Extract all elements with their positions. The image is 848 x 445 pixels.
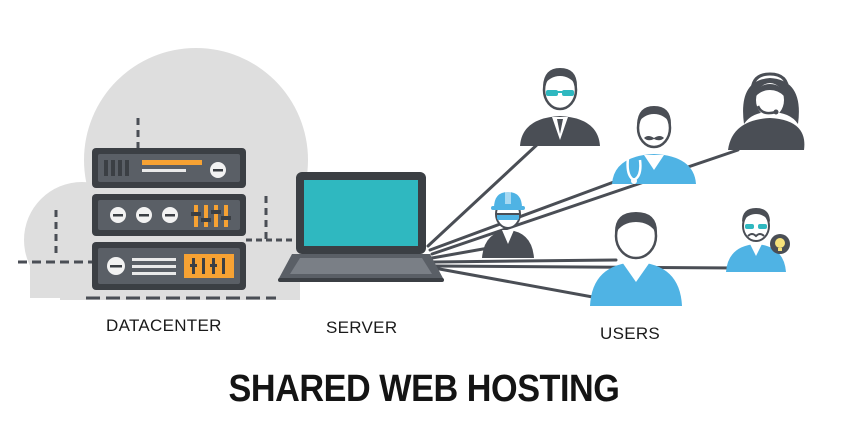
support-agent-user-icon (728, 72, 805, 150)
datacenter-server-rack-icon (92, 148, 246, 290)
laptop-icon (278, 172, 444, 282)
user-icon (590, 212, 682, 306)
diagram-title: SHARED WEB HOSTING (228, 368, 620, 410)
datacenter-dashed-lines (18, 118, 300, 300)
idea-user-icon (726, 208, 790, 272)
datacenter-label: DATACENTER (106, 316, 222, 335)
doctor-user-icon (612, 106, 696, 184)
users-label: USERS (600, 324, 661, 343)
server-label: SERVER (326, 318, 398, 337)
businessman-user-icon (520, 68, 600, 146)
user-connection-lines (426, 140, 740, 304)
engineer-user-icon (482, 192, 534, 258)
